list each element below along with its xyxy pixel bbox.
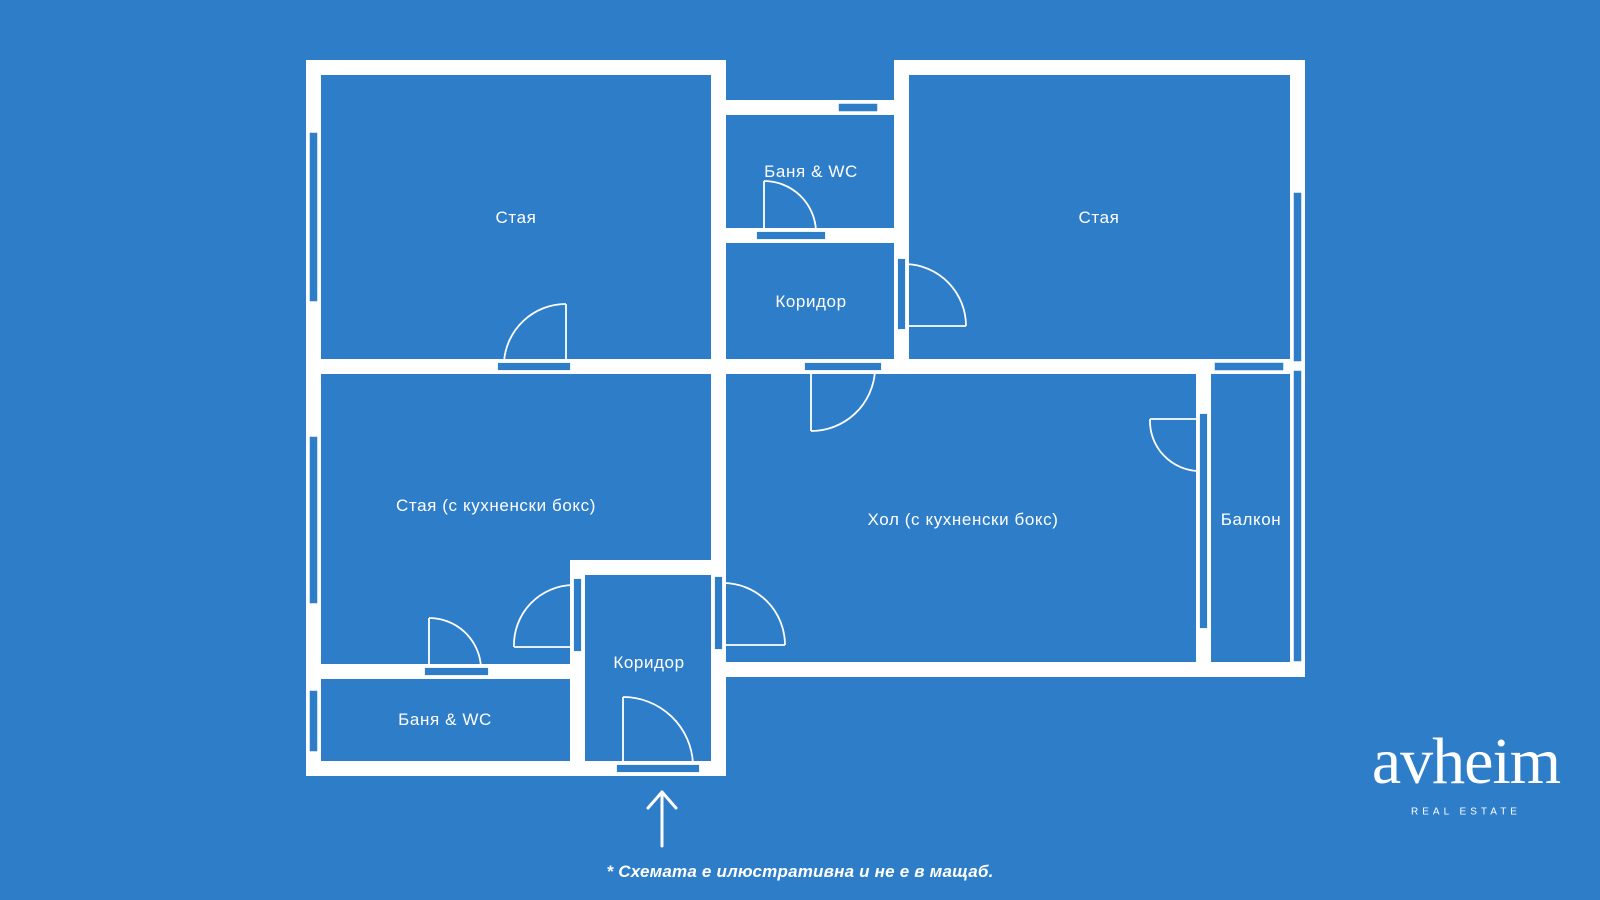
door [1149,412,1209,630]
room-label-bath-bottom: Баня & WC [398,710,492,729]
room-label-studio: Стая (с кухненски бокс) [396,496,596,515]
room-label-top-right: Стая [1078,208,1120,227]
room-label-corridor-top: Коридор [775,292,847,311]
room-label-top-left: Стая [495,208,537,227]
wall [711,100,909,115]
room-label-balcony: Балкон [1220,510,1282,529]
window [308,435,319,605]
window [1292,369,1303,663]
window [1213,361,1285,372]
wall [894,60,1305,75]
door [423,617,490,677]
room-label-corridor-bottom: Коридор [613,653,685,672]
disclaimer-note: * Схемата е илюстративна и не е в мащаб. [606,862,994,881]
window [837,102,879,113]
door [513,577,583,653]
door [896,257,967,331]
window [308,131,319,303]
room-label-bath-top: Баня & WC [764,162,858,181]
wall [711,662,1305,677]
brand-logo-wordmark: avheim [1371,725,1561,798]
door [803,361,883,432]
wall [570,560,726,575]
walls [306,60,1305,776]
room-label-hall: Хол (с кухненски бокс) [867,510,1059,529]
door [755,180,827,241]
arrow-up-icon [646,790,678,848]
window [1292,191,1303,363]
door [713,575,786,651]
windows [308,102,1303,753]
brand-logo-subtitle: REAL ESTATE [1411,806,1521,818]
doors [423,180,1209,774]
door [615,696,701,774]
door [496,303,572,372]
window [308,689,319,753]
wall [306,60,726,75]
